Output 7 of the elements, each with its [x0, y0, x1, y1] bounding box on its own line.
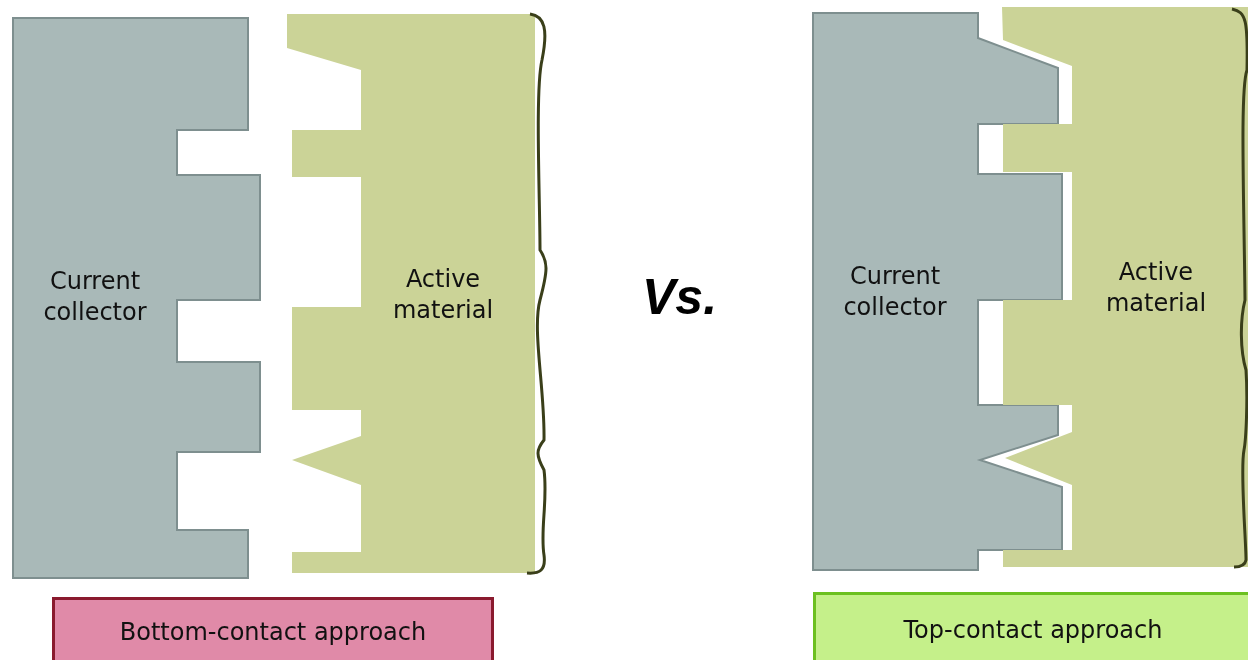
part-label: Current collector — [42, 265, 148, 328]
approach-label: Top-contact approach — [813, 592, 1248, 660]
part-label: Active material — [1105, 256, 1207, 319]
versus-label: Vs. — [642, 268, 718, 326]
part-label: Current collector — [842, 260, 948, 323]
part-label: Active material — [391, 263, 495, 326]
approach-label: Bottom-contact approach — [52, 597, 494, 660]
